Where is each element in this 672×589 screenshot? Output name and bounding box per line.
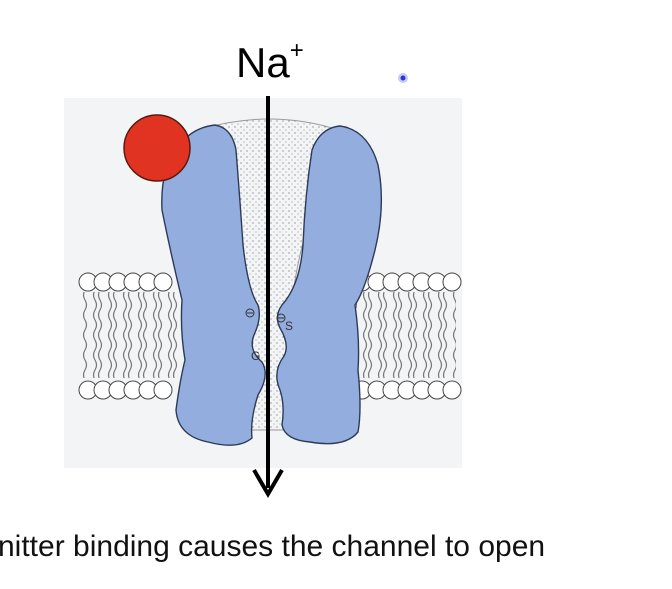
channel-subunit-right	[276, 125, 383, 445]
slide-caption: nitter binding causes the channel to ope…	[0, 530, 546, 563]
lipid-head	[153, 380, 173, 400]
membrane-right	[356, 292, 456, 378]
lipid-head	[442, 272, 462, 292]
lipid-head	[442, 380, 462, 400]
residue-markers	[245, 308, 286, 323]
ion-symbol: Na	[236, 39, 290, 86]
residue-label-s: S	[285, 319, 293, 333]
channel-subunit-left	[161, 124, 266, 446]
down-arrow-icon	[252, 96, 284, 498]
cursor-dot-icon	[398, 73, 408, 83]
residue-label-g: G	[251, 349, 260, 363]
neurotransmitter-icon	[123, 114, 191, 182]
sodium-ion-label: Na+	[236, 39, 304, 86]
membrane-left	[82, 292, 182, 378]
lipid-head	[153, 272, 173, 292]
ion-charge: +	[289, 37, 304, 64]
